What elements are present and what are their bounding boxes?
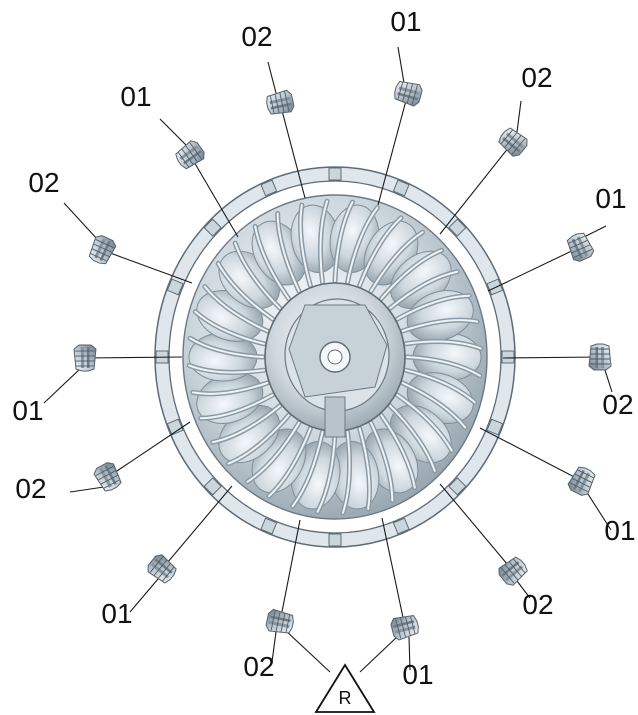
marker-leader-line	[359, 635, 399, 673]
reference-marker-label: R	[339, 688, 352, 708]
leader-line	[502, 356, 601, 359]
label-leader-line	[69, 486, 105, 493]
part-label-8: 02	[243, 651, 274, 682]
part-label-3: 01	[120, 81, 151, 112]
valve-cover-part-icon	[588, 343, 612, 371]
part-label-11: 01	[604, 515, 635, 546]
label-leader-line	[397, 46, 405, 84]
leader-line	[377, 92, 409, 206]
push-rod-tubes	[186, 198, 484, 516]
part-label-9: 01	[402, 659, 433, 690]
valve-cover-part-icon	[389, 612, 421, 642]
valve-cover-part-icon	[172, 137, 208, 173]
leader-line	[279, 519, 301, 623]
part-label-4: 02	[28, 167, 59, 198]
valve-cover-part-icon	[91, 459, 125, 495]
label-leader-line	[516, 580, 531, 599]
leader-line	[439, 483, 514, 572]
engine-body	[154, 166, 516, 548]
leader-line	[107, 421, 191, 478]
label-leader-line	[271, 631, 277, 663]
leader-line	[101, 249, 193, 284]
part-label-6: 02	[15, 473, 46, 504]
valve-cover-part-icon	[264, 608, 296, 636]
label-leader-line	[43, 367, 82, 404]
part-label-7: 01	[101, 598, 132, 629]
leader-line	[381, 517, 406, 628]
label-leader-line	[516, 100, 522, 133]
valve-cover-part-icon	[86, 233, 118, 267]
label-leader-line	[159, 118, 187, 146]
part-label-1: 01	[390, 6, 421, 37]
label-leader-line	[129, 578, 159, 613]
part-label-2: 02	[241, 21, 272, 52]
leader-line	[84, 356, 183, 359]
part-label-12: 02	[602, 389, 633, 420]
leader-line	[279, 102, 306, 199]
label-leader-line	[408, 636, 411, 671]
label-leader-line	[63, 202, 99, 241]
leader-line	[439, 141, 514, 235]
valve-cover-part-icon	[495, 553, 531, 589]
valve-cover-part-icon	[392, 78, 424, 108]
marker-leader-line	[284, 629, 331, 673]
label-leader-line	[603, 366, 613, 393]
leader-lines	[43, 46, 613, 673]
part-label-13: 01	[595, 183, 626, 214]
part-label-10: 02	[522, 589, 553, 620]
leader-line	[189, 154, 239, 238]
valve-cover-part-icon	[564, 230, 596, 264]
triangle-reference-marker-icon: R	[314, 663, 376, 713]
leader-line	[487, 246, 581, 292]
valve-cover-part-icon	[565, 463, 599, 499]
label-leader-line	[583, 225, 607, 238]
part-labels: 01 02 01 02 01 02 01 02 01 02 01 02 01 0…	[12, 6, 635, 690]
valve-cover-part-icon	[264, 88, 296, 118]
valve-cover-part-icon	[73, 344, 97, 372]
valve-cover-part-icon	[495, 124, 531, 160]
valve-cover-part-icon	[144, 551, 180, 587]
label-leader-line	[267, 61, 277, 94]
leader-line	[161, 485, 233, 570]
leader-line	[479, 427, 583, 482]
label-leader-line	[585, 490, 612, 531]
part-label-5: 01	[12, 395, 43, 426]
part-label-14: 02	[521, 62, 552, 93]
